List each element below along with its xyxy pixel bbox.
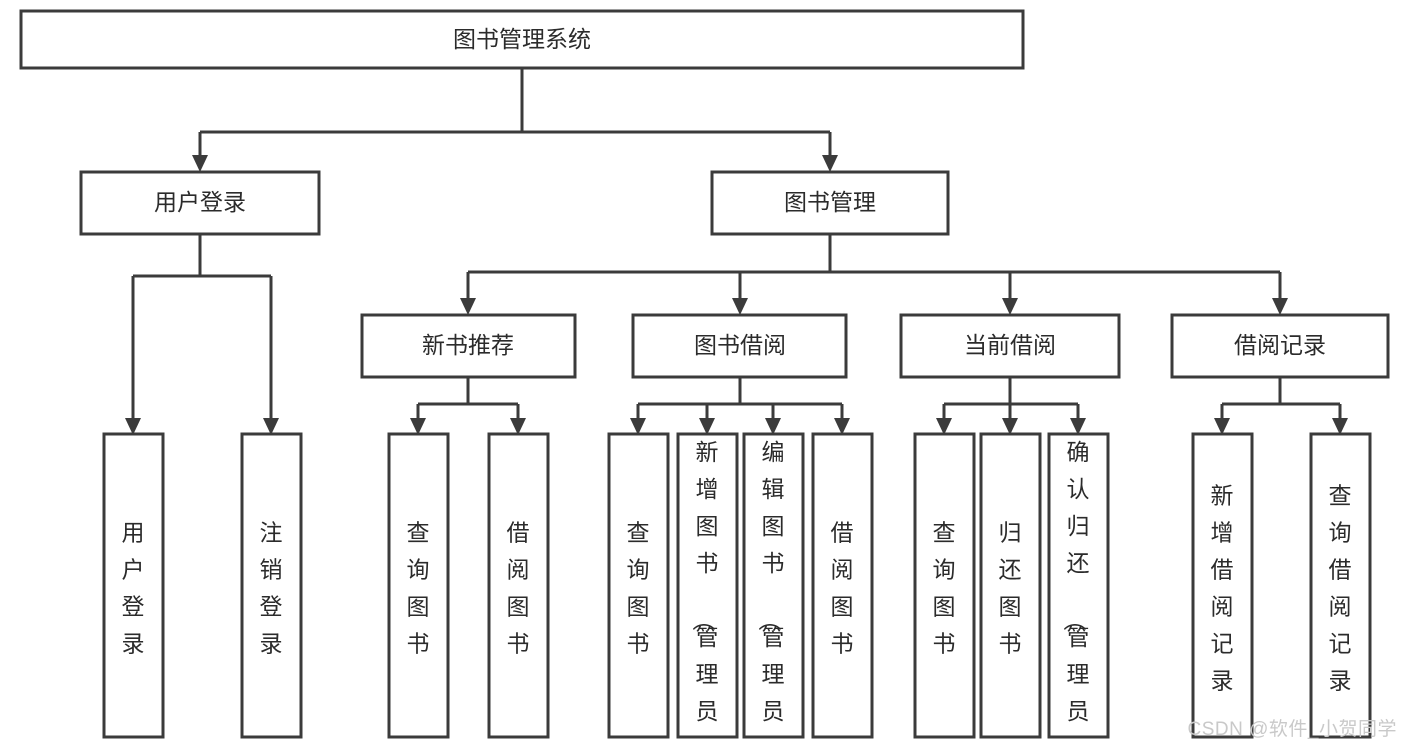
node-book-borrow[interactable]: 图书借阅 [631,313,848,379]
leaf-book-borrow-0-label: 查询图书 [627,519,650,656]
node-new-book-recommend[interactable]: 新书推荐 [360,313,577,379]
arrow-borrow-record-leaf-1 [1332,418,1348,435]
leaf-book-borrow-1-box[interactable] [676,432,739,739]
arrow-to-current-borrow [1002,298,1018,315]
leaf-book-borrow-2[interactable]: 编辑图书（管理员） [742,432,805,747]
leaf-new-book-1-label: 借阅图书 [507,519,530,656]
leaf-book-borrow-0[interactable]: 查询图书 [607,432,670,739]
node-user-login[interactable]: 用户登录 [79,170,321,236]
arrow-user-login-leaf-0 [125,418,141,435]
leaf-book-borrow-2-label: 编辑图书（管理员） [757,439,785,747]
leaf-book-borrow-3-box[interactable] [811,432,874,739]
arrow-new-book-leaf-0 [410,418,426,435]
leaf-current-borrow-0[interactable]: 查询图书 [913,432,976,739]
node-new-book-recommend-box[interactable] [360,313,577,379]
node-borrow-record-label: 借阅记录 [1234,332,1326,358]
node-current-borrow-label: 当前借阅 [964,332,1056,358]
node-borrow-record-box[interactable] [1170,313,1390,379]
node-root[interactable]: 图书管理系统 [19,9,1025,70]
leaf-new-book-0[interactable]: 查询图书 [387,432,450,739]
node-current-borrow-box[interactable] [899,313,1121,379]
node-new-book-recommend-label: 新书推荐 [422,332,514,358]
arrow-root-to-book-manage [822,155,838,172]
leaf-current-borrow-1[interactable]: 归还图书 [979,432,1042,739]
leaf-current-borrow-0-box[interactable] [913,432,976,739]
arrow-current-borrow-leaf-2 [1070,418,1086,435]
leaf-current-borrow-0-label: 查询图书 [933,519,956,656]
node-user-login-label: 用户登录 [154,189,246,215]
leaf-book-borrow-3[interactable]: 借阅图书 [811,432,874,739]
leaf-borrow-record-1-label: 查询借阅记录 [1329,482,1352,693]
leaf-user-login-0-label: 用户登录 [122,519,145,656]
leaf-current-borrow-1-label: 归还图书 [999,519,1022,656]
node-root-box[interactable] [19,9,1025,70]
leaf-user-login-0-box[interactable] [102,432,165,739]
node-user-login-box[interactable] [79,170,321,236]
arrow-new-book-leaf-1 [510,418,526,435]
leaf-new-book-1[interactable]: 借阅图书 [487,432,550,739]
node-root-label: 图书管理系统 [453,26,591,52]
node-book-manage-label: 图书管理 [784,189,876,215]
leaf-borrow-record-1[interactable]: 查询借阅记录 [1309,432,1372,739]
leaf-user-login-1[interactable]: 注销登录 [240,432,303,739]
leaf-book-borrow-1-label: 新增图书（管理员） [691,439,719,747]
connector-layer [125,69,1348,435]
arrow-current-borrow-leaf-1 [1002,418,1018,435]
arrow-book-borrow-leaf-0 [630,418,646,435]
arrow-to-book-borrow [732,298,748,315]
leaf-user-login-1-box[interactable] [240,432,303,739]
arrow-book-borrow-leaf-2 [765,418,781,435]
node-book-borrow-label: 图书借阅 [694,332,786,358]
arrow-to-new-book-recommend [460,298,476,315]
node-book-manage[interactable]: 图书管理 [710,170,950,236]
arrow-borrow-record-leaf-0 [1214,418,1230,435]
leaf-current-borrow-1-box[interactable] [979,432,1042,739]
leaf-current-borrow-2-box[interactable] [1047,432,1110,739]
leaf-borrow-record-1-box[interactable] [1309,432,1372,739]
node-current-borrow[interactable]: 当前借阅 [899,313,1121,379]
node-book-borrow-box[interactable] [631,313,848,379]
leaf-book-borrow-0-box[interactable] [607,432,670,739]
leaf-current-borrow-2-label: 确认归还（管理员） [1062,439,1090,747]
arrow-to-borrow-record [1272,298,1288,315]
leaf-new-book-1-box[interactable] [487,432,550,739]
leaf-borrow-record-0-label: 新增借阅记录 [1211,482,1234,693]
leaf-borrow-record-0-box[interactable] [1191,432,1254,739]
arrow-current-borrow-leaf-0 [936,418,952,435]
leaf-current-borrow-2[interactable]: 确认归还（管理员） [1047,432,1110,747]
arrow-root-to-user-login [192,155,208,172]
arrow-user-login-leaf-1 [263,418,279,435]
leaf-user-login-1-label: 注销登录 [260,519,283,656]
leaf-book-borrow-3-label: 借阅图书 [831,519,854,656]
leaf-new-book-0-label: 查询图书 [407,519,430,656]
node-book-manage-box[interactable] [710,170,950,236]
arrow-book-borrow-leaf-3 [834,418,850,435]
leaf-book-borrow-2-box[interactable] [742,432,805,739]
leaf-new-book-0-box[interactable] [387,432,450,739]
node-borrow-record[interactable]: 借阅记录 [1170,313,1390,379]
leaf-user-login-0[interactable]: 用户登录 [102,432,165,739]
arrow-book-borrow-leaf-1 [699,418,715,435]
leaf-borrow-record-0[interactable]: 新增借阅记录 [1191,432,1254,739]
leaf-book-borrow-1[interactable]: 新增图书（管理员） [676,432,739,747]
